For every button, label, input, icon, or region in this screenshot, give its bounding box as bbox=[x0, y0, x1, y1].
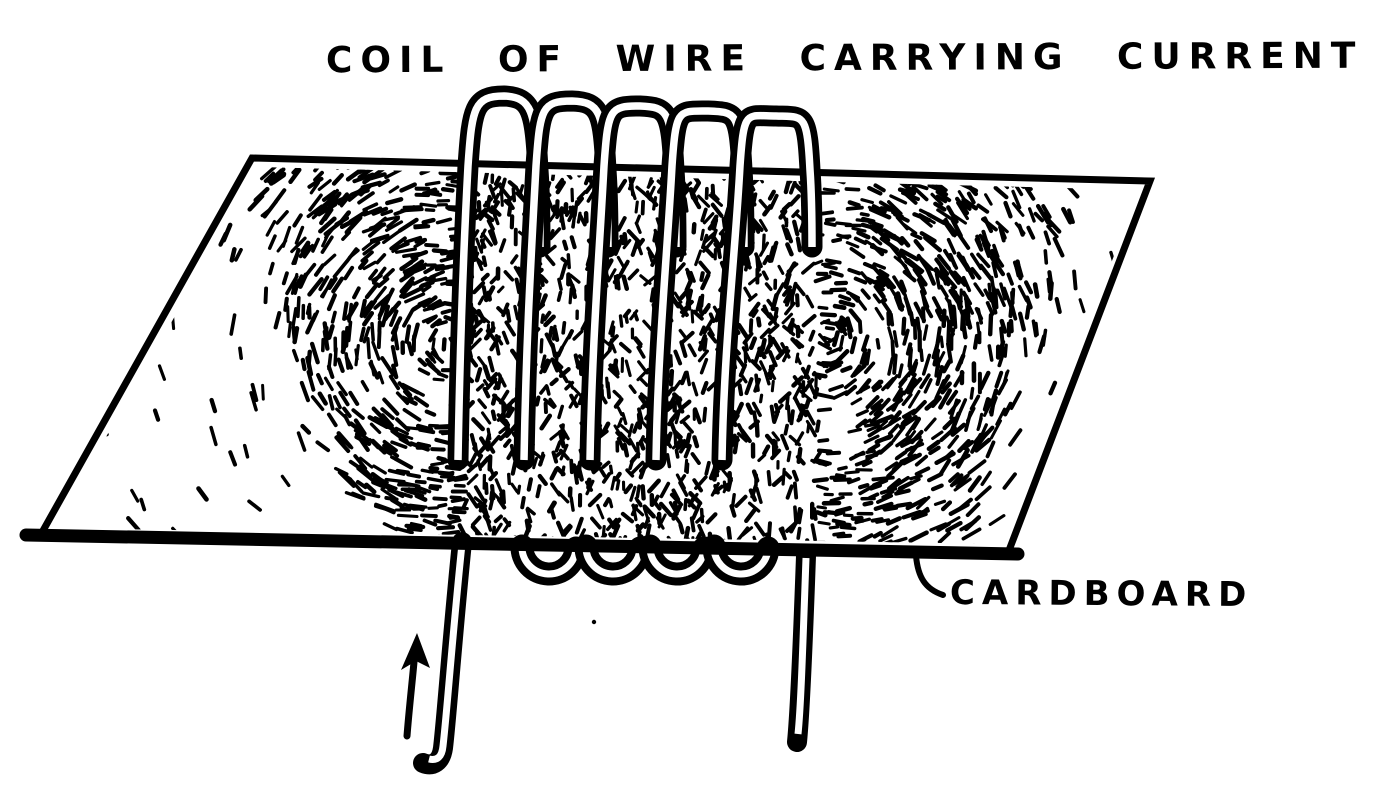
lead-wires bbox=[413, 532, 816, 775]
cardboard-leader-line bbox=[913, 553, 946, 598]
ink-speck bbox=[591, 619, 597, 625]
cardboard-label: CARDBOARD bbox=[949, 572, 1254, 616]
cardboard-front-edge bbox=[19, 528, 1025, 561]
figure-title: COIL OF WIRE CARRYING CURRENT bbox=[325, 35, 1364, 82]
coil-of-wire bbox=[447, 85, 823, 471]
up-arrow-icon bbox=[401, 633, 430, 740]
coil-under-loops bbox=[510, 534, 780, 586]
